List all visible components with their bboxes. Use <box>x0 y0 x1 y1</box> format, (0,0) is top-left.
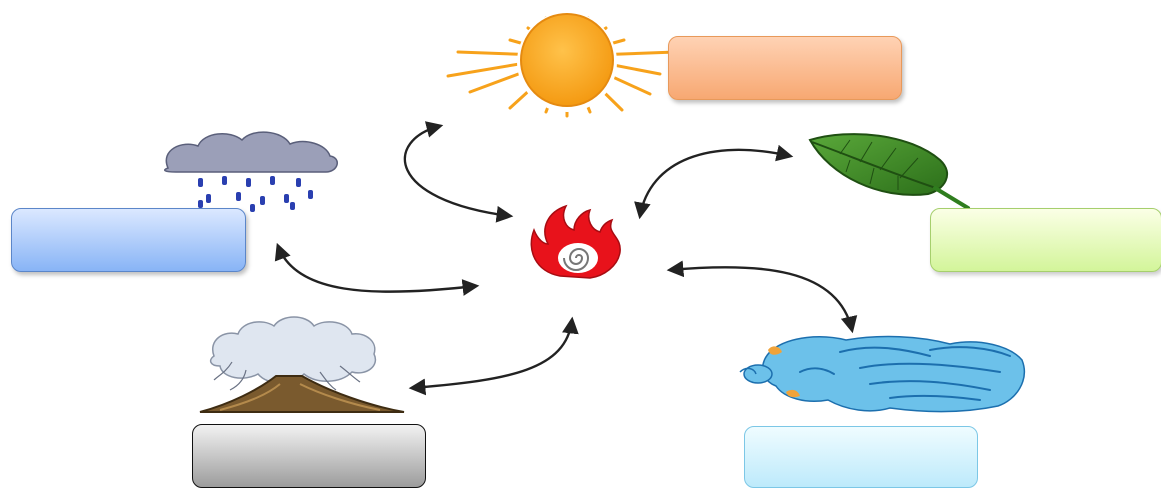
fire-icon <box>530 204 621 279</box>
arrow-sun-to-fire <box>403 121 514 223</box>
arrow-fire-to-wind <box>666 260 858 334</box>
volcano-icon <box>199 316 405 413</box>
arrow-fire-to-rain <box>274 242 480 296</box>
rain-label-box[interactable] <box>11 208 246 272</box>
leaf-label-box[interactable] <box>930 208 1161 272</box>
wind-label-box[interactable] <box>744 426 978 488</box>
leaf-icon <box>808 133 970 210</box>
volcano-label-box[interactable] <box>192 424 426 488</box>
arrow-volcano-to-fire <box>408 316 579 396</box>
rain-cloud-icon <box>163 131 338 212</box>
sun-label-box[interactable] <box>668 36 902 100</box>
arrow-leaf-to-fire <box>634 144 794 220</box>
sun-icon <box>446 12 678 118</box>
wind-icon <box>739 335 1026 413</box>
